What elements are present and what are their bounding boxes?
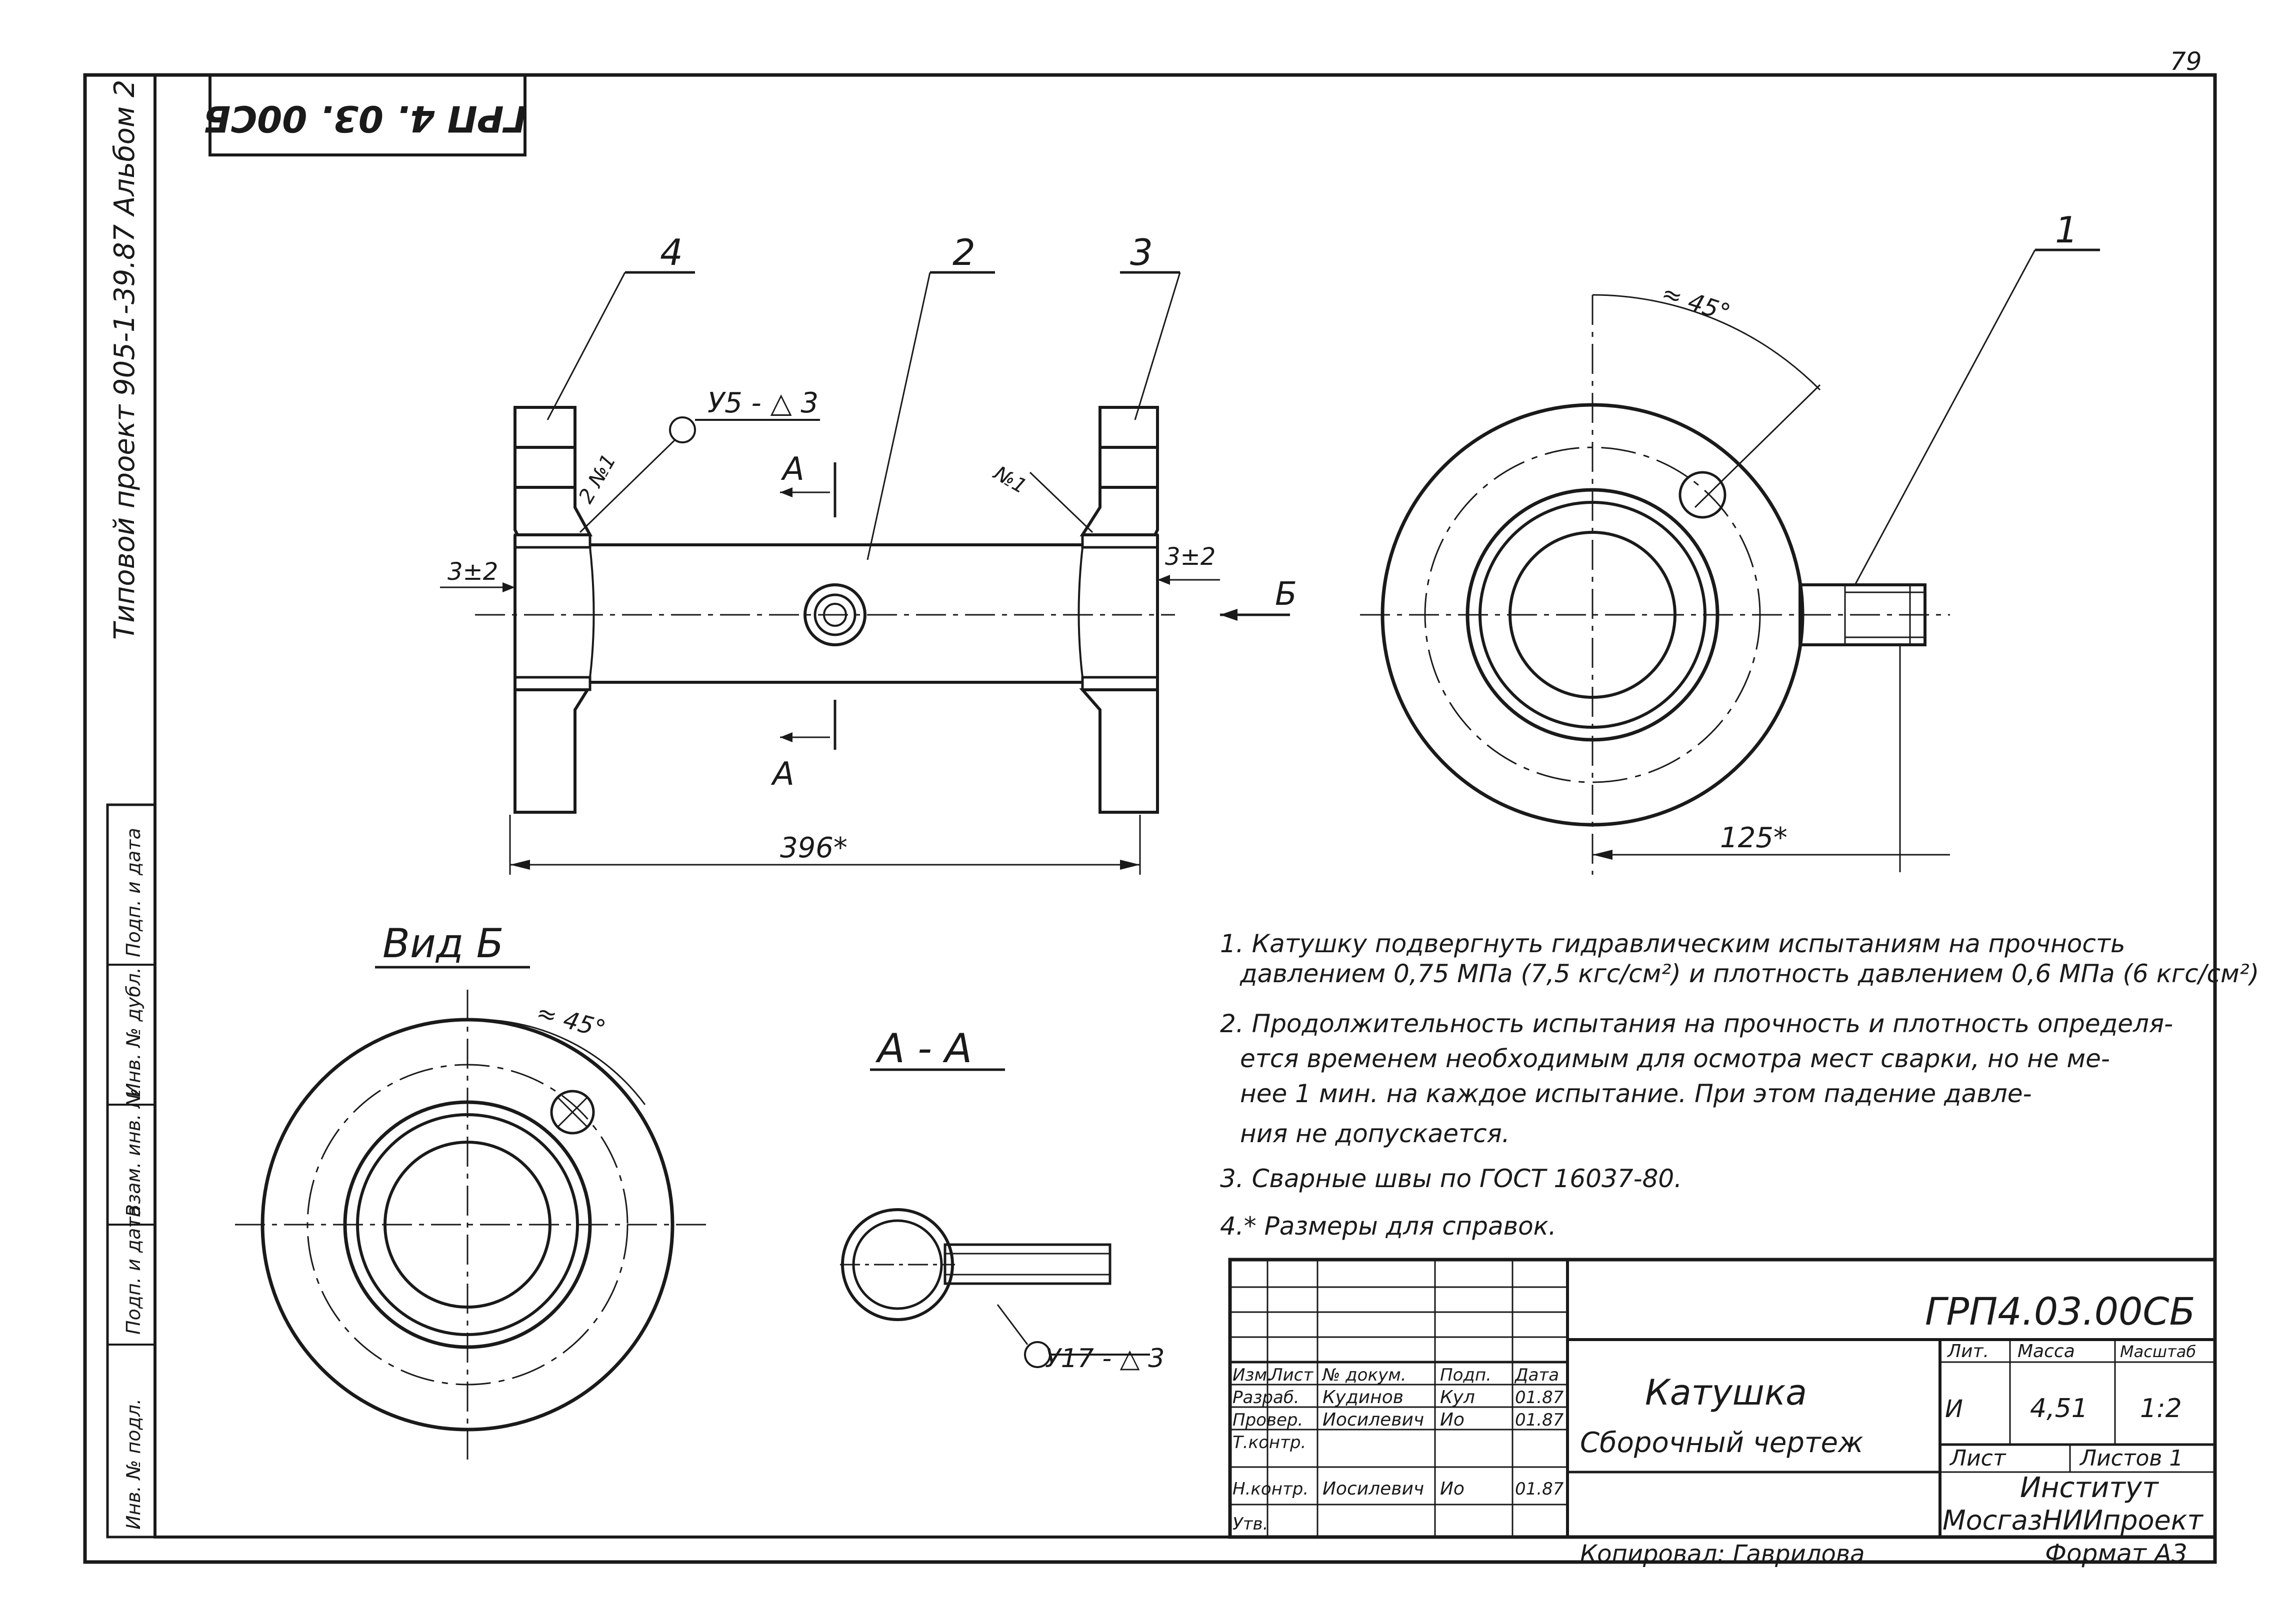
title-block: Изм. Лист № докум. Подп. Дата Разраб. Ку…: [1228, 1258, 2217, 1539]
row-sign-1: Ио: [1440, 1410, 1464, 1430]
row-role-3: Н.контр.: [1232, 1479, 1308, 1499]
lit-value: И: [1945, 1395, 1963, 1423]
weld-symbol-top: У5 - △ 3: [708, 387, 818, 419]
callouts-main: 4 2 3 У5 - △ 3 2 №1 №1: [546, 231, 1181, 560]
doc-type: Сборочный чертеж: [1580, 1427, 1863, 1459]
callout-3: 3: [1130, 231, 1153, 273]
col-list: Лист: [1269, 1365, 1314, 1385]
view-b-marker: Б: [1275, 576, 1297, 613]
org-line-2: МосгазНИИпроект: [1942, 1505, 2204, 1536]
length-dimension: 396*: [509, 815, 1141, 875]
callout-4: 4: [660, 231, 683, 273]
top-stamp-code: ГРП 4. 03. 00СБ: [203, 97, 526, 139]
sheet-label: Лист: [1949, 1446, 2006, 1471]
length-value: 396*: [780, 832, 848, 864]
format-label: Формат А3: [2045, 1539, 2188, 1568]
row-date-1: 01.87: [1515, 1410, 1564, 1430]
part-name: Катушка: [1645, 1372, 1807, 1413]
row-name-1: Иосилевич: [1322, 1410, 1424, 1430]
angle-top: ≈ 45°: [1658, 279, 1734, 327]
end-view: ≈ 45° 1 125*: [1360, 209, 2100, 875]
col-date: Дата: [1514, 1365, 1559, 1385]
field-podp-data-2: Подп. и дата: [122, 828, 144, 957]
left-margin: Типовой проект 905-1-39.87 Альбом 2 Инв.…: [106, 79, 156, 1539]
note-line-2: давлением 0,75 МПа (7,5 кгс/см²) и плотн…: [1240, 959, 2259, 988]
right-flange: [1079, 406, 1159, 814]
field-inv-dubl: Инв. № дубл.: [122, 967, 144, 1097]
section-a-markers: А А: [770, 451, 836, 793]
weld-mark-right: №1: [989, 461, 1030, 498]
pipe-body: [514, 533, 1159, 691]
note-line-4: ется временем необходимым для осмотра ме…: [1240, 1044, 2110, 1073]
row-role-2: Т.контр.: [1232, 1433, 1306, 1453]
row-sign-3: Ио: [1440, 1479, 1464, 1499]
angle-view: ≈ 45°: [534, 998, 608, 1043]
note-line-8: 4.* Размеры для справок.: [1220, 1212, 1556, 1241]
section-title: А - А: [875, 1025, 972, 1072]
col-izm: Изм.: [1232, 1365, 1272, 1385]
col-sign: Подп.: [1440, 1365, 1492, 1385]
note-line-5: нее 1 мин. на каждое испытание. При этом…: [1240, 1079, 2032, 1108]
field-podp-data-1: Подп. и дата: [122, 1205, 144, 1335]
note-line-3: 2. Продолжительность испытания на прочно…: [1220, 1009, 2173, 1038]
section-a-a: А - А У17 - △ 3: [840, 1025, 1164, 1374]
field-vzam-inv: Взам. инв. №: [122, 1088, 144, 1217]
copied-by: Копировал: Гаврилова: [1580, 1540, 1865, 1568]
weld-symbol-section: У17 - △ 3: [1045, 1344, 1164, 1374]
note-line-1: 1. Катушку подвергнуть гидравлическим ис…: [1220, 929, 2125, 958]
technical-notes: 1. Катушку подвергнуть гидравлическим ис…: [1220, 929, 2259, 1241]
scale-value: 1:2: [2140, 1394, 2182, 1424]
col-doc: № докум.: [1322, 1365, 1406, 1385]
scale-label: Масштаб: [2120, 1342, 2196, 1361]
row-date-3: 01.87: [1515, 1479, 1564, 1499]
gap-right: 3±2: [1165, 543, 1216, 571]
main-section-view: А А Б 3±2 3±2 396*: [440, 231, 1297, 875]
row-role-0: Разраб.: [1232, 1388, 1300, 1408]
view-b-title: Вид Б: [382, 920, 504, 967]
top-stamp: ГРП 4. 03. 00СБ: [203, 73, 527, 156]
callout-1: 1: [2055, 209, 2078, 251]
page-number: 79: [2170, 47, 2202, 76]
project-label: Типовой проект 905-1-39.87 Альбом 2: [108, 79, 141, 640]
view-b: Вид Б ≈ 45°: [235, 920, 710, 1460]
lit-label: Лит.: [1946, 1341, 1989, 1362]
org-line-1: Институт: [2020, 1472, 2159, 1504]
sheets-label: Листов 1: [2079, 1446, 2183, 1471]
radius-value: 125*: [1720, 822, 1788, 854]
left-flange: [514, 406, 593, 814]
section-marker-top: А: [780, 451, 804, 488]
gap-dimensions: 3±2 3±2: [440, 543, 1220, 592]
note-line-6: ния не допускается.: [1240, 1119, 1510, 1148]
row-role-4: Утв.: [1232, 1514, 1268, 1534]
designation: ГРП4.03.00СБ: [1925, 1289, 2196, 1334]
gap-left: 3±2: [448, 558, 498, 586]
mass-label: Масса: [2018, 1341, 2075, 1362]
row-name-0: Кудинов: [1322, 1387, 1404, 1408]
row-role-1: Провер.: [1232, 1410, 1303, 1430]
view-b-arrow: Б: [1220, 576, 1297, 621]
note-line-7: 3. Сварные швы по ГОСТ 16037-80.: [1220, 1164, 1682, 1193]
row-sign-0: Кул: [1440, 1387, 1475, 1408]
section-marker-bottom: А: [770, 756, 794, 793]
callout-2: 2: [952, 231, 976, 273]
row-name-3: Иосилевич: [1322, 1479, 1424, 1499]
field-inv-podl: Инв. № подл.: [122, 1399, 144, 1530]
row-date-0: 01.87: [1515, 1388, 1564, 1408]
mass-value: 4,51: [2030, 1394, 2088, 1424]
